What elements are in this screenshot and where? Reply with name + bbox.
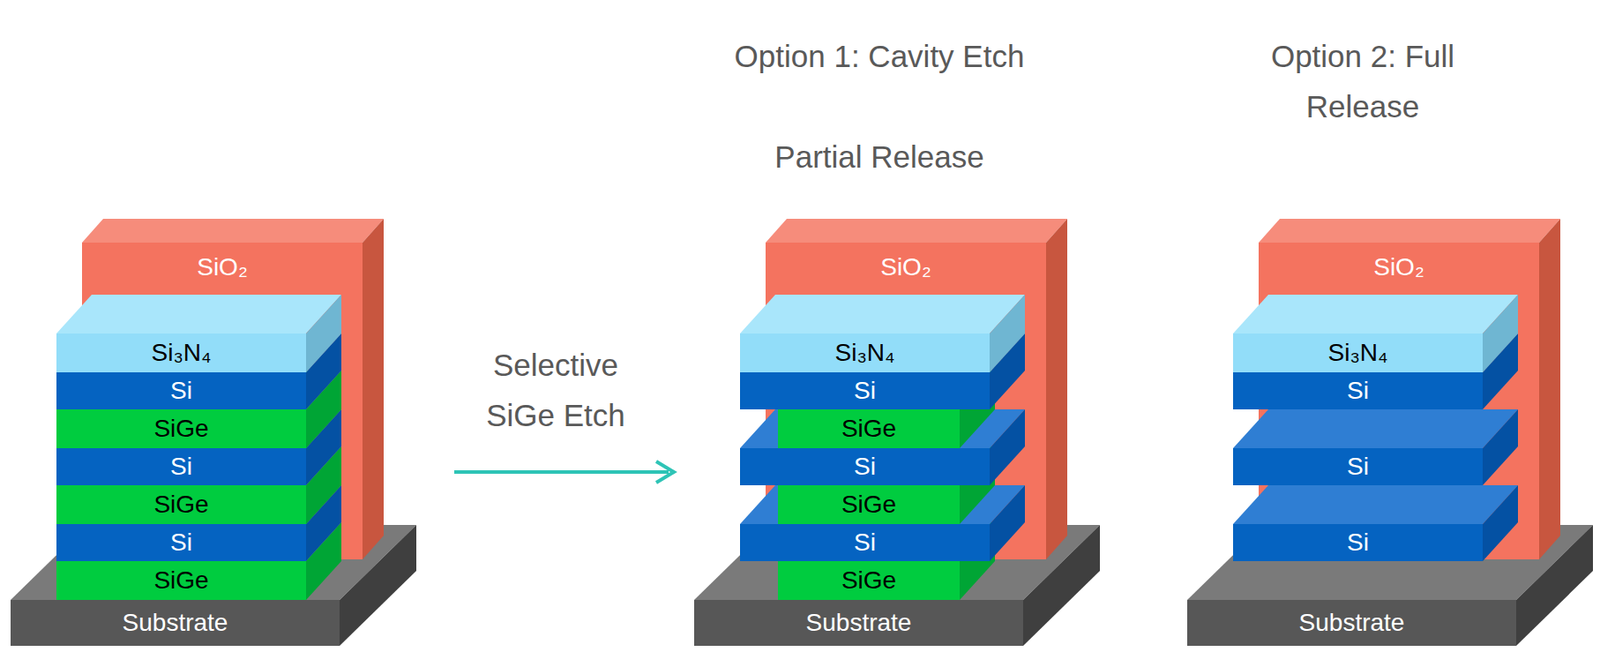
- layer-label: Substrate: [1299, 608, 1406, 637]
- side-face: [989, 333, 1025, 410]
- block-faces: [56, 372, 342, 410]
- top-face: [740, 333, 1025, 373]
- layer-label: Si: [853, 452, 876, 481]
- block-faces: [1233, 523, 1518, 561]
- layer-label: Si: [170, 452, 193, 481]
- sige-layer: SiGe: [56, 560, 307, 600]
- side-face: [989, 485, 1025, 561]
- layer-label: Si: [170, 376, 193, 405]
- option-title: Option 1: Cavity Etch: [733, 30, 1025, 82]
- block-faces: [1233, 448, 1518, 486]
- layer-label: Si₃N₄: [835, 338, 896, 367]
- layer-label: Substrate: [806, 608, 913, 637]
- layer-label: SiGe: [841, 490, 897, 519]
- sige-layer: SiGe: [777, 560, 960, 600]
- side-face: [1023, 524, 1100, 646]
- option-title: Option 2: Full Release: [1217, 30, 1509, 132]
- process-label: Selective SiGe Etch: [458, 339, 653, 441]
- layer-label: Substrate: [122, 608, 229, 637]
- top-face: [56, 446, 342, 486]
- silicon-layer: Si: [56, 448, 307, 486]
- layer-label: Si₃N₄: [151, 338, 212, 367]
- layer-label: Si: [853, 528, 876, 557]
- nitride-layer: Si₃N₄: [740, 333, 990, 373]
- top-face: [777, 522, 995, 561]
- silicon-layer: Si: [740, 372, 990, 410]
- top-face: [740, 294, 1025, 334]
- side-face: [339, 524, 417, 646]
- layer-label: SiGe: [153, 414, 209, 443]
- block-faces: [56, 523, 342, 561]
- nitride-layer: Si₃N₄: [1233, 333, 1483, 373]
- substrate-block: Substrate: [10, 599, 340, 646]
- sige-layer: SiGe: [56, 409, 307, 449]
- side-face: [989, 409, 1025, 486]
- option-title: Partial Release: [733, 131, 1025, 182]
- top-face: [765, 218, 1068, 243]
- top-face: [56, 333, 342, 373]
- side-face: [1482, 409, 1518, 486]
- top-face: [1233, 333, 1518, 373]
- sige-layer: SiGe: [777, 409, 960, 449]
- substrate-block: Substrate: [1187, 599, 1517, 646]
- silicon-layer: Si: [740, 523, 990, 561]
- layer-label: SiO₂: [1373, 253, 1425, 282]
- arrow-head: [656, 461, 674, 483]
- top-face: [1233, 409, 1518, 449]
- layer-label: Si: [1346, 528, 1369, 557]
- top-face: [740, 409, 1025, 449]
- top-face: [56, 485, 342, 524]
- top-face: [56, 522, 342, 561]
- side-face: [1482, 333, 1518, 410]
- layer-label: SiGe: [153, 566, 209, 595]
- layer-label: Si: [170, 528, 193, 557]
- layer-label: Si: [853, 376, 876, 405]
- side-face: [1539, 218, 1561, 560]
- silicon-layer: Si: [1233, 372, 1483, 410]
- silicon-layer: Si: [56, 523, 307, 561]
- silicon-layer: Si: [1233, 523, 1483, 561]
- top-face: [777, 370, 995, 410]
- silicon-layer: Si: [740, 448, 990, 486]
- nitride-layer: Si₃N₄: [56, 333, 307, 373]
- block-faces: [56, 448, 342, 486]
- substrate-block: Substrate: [694, 599, 1024, 646]
- layer-label: SiO₂: [880, 253, 932, 282]
- block-faces: [740, 448, 1025, 486]
- layer-label: SiGe: [841, 414, 897, 443]
- block-faces: [740, 372, 1025, 410]
- layer-label: Si: [1346, 376, 1369, 405]
- layer-label: SiO₂: [196, 253, 248, 282]
- top-face: [56, 370, 342, 410]
- process-arrow: [454, 470, 669, 474]
- top-face: [1258, 218, 1561, 243]
- top-face: [82, 218, 384, 243]
- top-face: [1233, 485, 1518, 524]
- side-face: [362, 218, 384, 560]
- block-faces: [740, 523, 1025, 561]
- layer-label: SiGe: [841, 566, 897, 595]
- side-face: [1516, 524, 1593, 646]
- silicon-layer: Si: [56, 372, 307, 410]
- divider-line: [1143, 5, 1147, 667]
- silicon-layer: Si: [1233, 448, 1483, 486]
- top-face: [56, 409, 342, 449]
- block-faces: [1233, 372, 1518, 410]
- side-face: [1482, 485, 1518, 561]
- top-face: [56, 294, 342, 334]
- layer-label: Si: [1346, 452, 1369, 481]
- top-face: [740, 485, 1025, 524]
- sige-layer: SiGe: [777, 485, 960, 524]
- top-face: [777, 446, 995, 486]
- top-face: [1233, 294, 1518, 334]
- layer-label: Si₃N₄: [1328, 338, 1389, 367]
- side-face: [1046, 218, 1068, 560]
- layer-label: SiGe: [153, 490, 209, 519]
- sige-layer: SiGe: [56, 485, 307, 524]
